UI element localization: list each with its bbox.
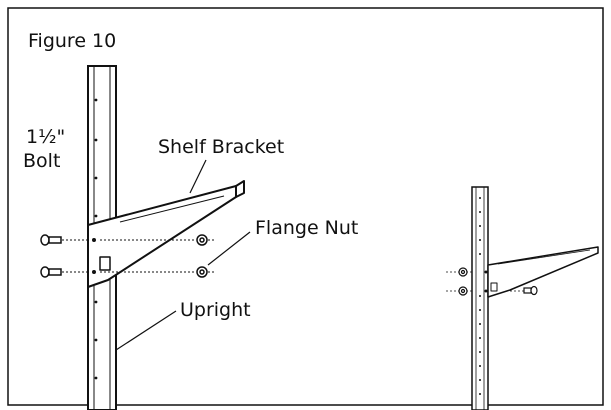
upright-label: Upright [180, 299, 251, 321]
bracket-holes [92, 238, 96, 274]
figure-border [7, 7, 604, 406]
upright-right [471, 186, 489, 410]
upright-holes [94, 98, 98, 380]
bolt-bottom [40, 266, 62, 278]
small-bolt [523, 285, 538, 296]
flange-nut-label: Flange Nut [255, 217, 358, 239]
bolt-top [40, 234, 62, 246]
upright-right-holes [479, 197, 481, 395]
shelf-bracket-label: Shelf Bracket [158, 136, 284, 158]
leader-lines [115, 159, 251, 351]
bolt-guides [62, 239, 216, 273]
shelf-bracket [87, 180, 245, 288]
small-flange-nuts [458, 267, 468, 296]
shelf-bracket-small [487, 246, 599, 298]
bracket-small-holes [484, 270, 488, 293]
flange-nut-bottom [196, 266, 208, 278]
bolt-size-label: 1½" [26, 126, 65, 148]
flange-nut-top [196, 234, 208, 246]
figure-title: Figure 10 [28, 30, 116, 52]
bolt-label: Bolt [23, 150, 60, 172]
